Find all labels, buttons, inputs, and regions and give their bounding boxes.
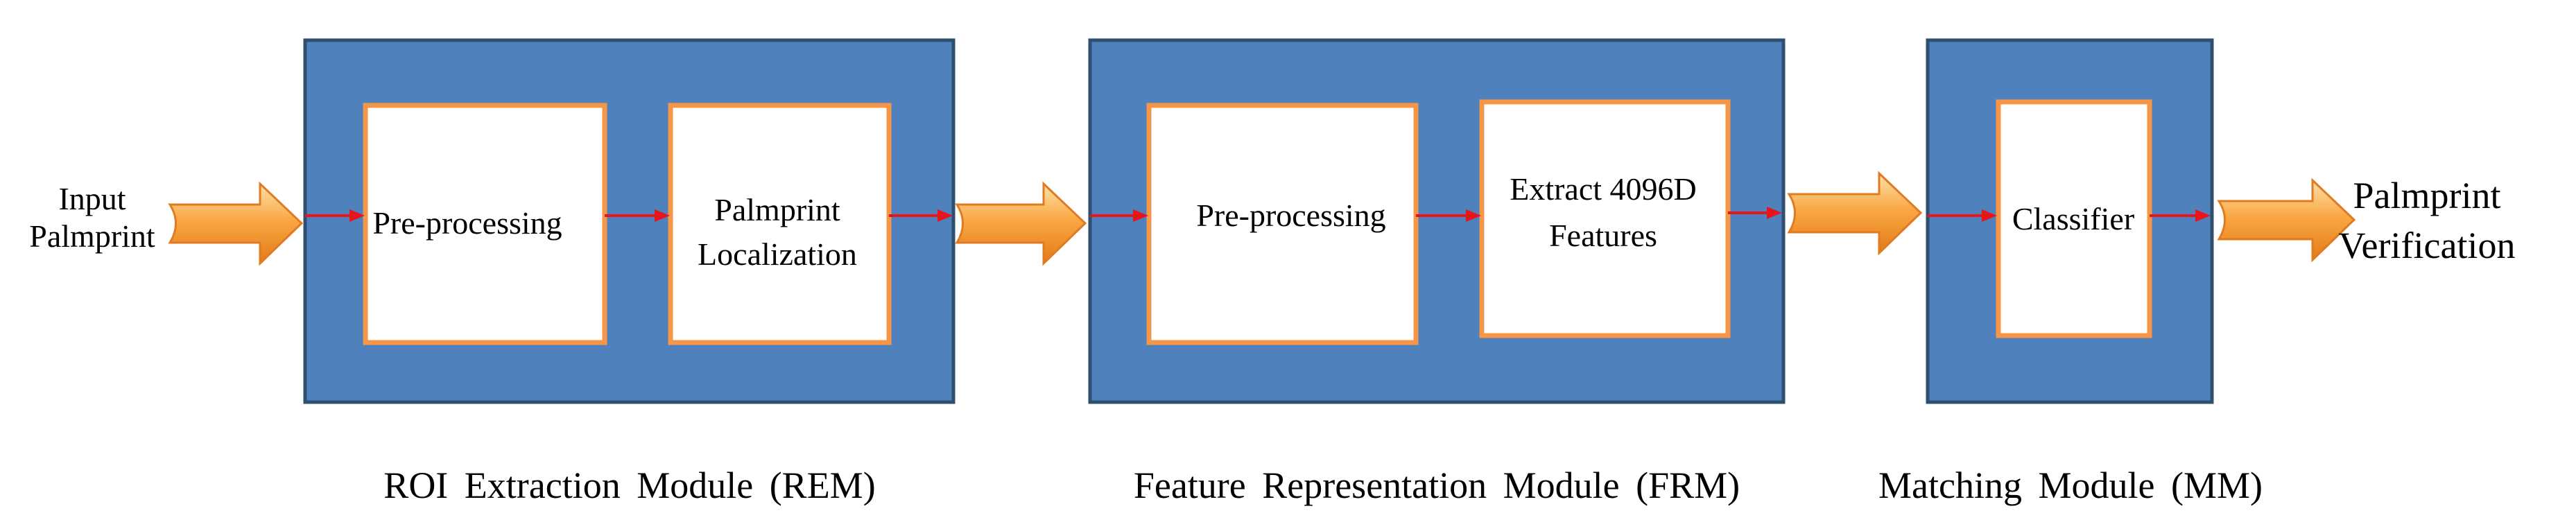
- output-big-arrow: [2217, 177, 2356, 263]
- mm-caption: Matching Module (MM): [1878, 465, 2263, 506]
- connector-rem-preproc-to-localization: [605, 209, 670, 222]
- frm-extract-label-line1: Extract 4096D: [1510, 171, 1697, 207]
- connector-frm-entry: [1090, 209, 1148, 222]
- connector-frm-preproc-to-extract: [1416, 209, 1481, 222]
- output-label-line1: Palmprint: [2353, 175, 2501, 216]
- connector-mm-exit: [2150, 209, 2211, 222]
- output-label-line2: Verification: [2339, 225, 2516, 266]
- connector-mm-entry: [1928, 209, 1997, 222]
- frm-preprocessing-box: [1146, 103, 1419, 345]
- frm-to-mm-big-arrow: [1787, 171, 1923, 256]
- frm-extract-label-line2: Features: [1549, 218, 1657, 253]
- rem-preprocessing-label: Pre-processing: [372, 205, 562, 241]
- connector-frm-exit: [1728, 207, 1782, 219]
- rem-localization-box: [668, 103, 892, 345]
- frm-caption: Feature Representation Module (FRM): [1134, 465, 1740, 506]
- rem-localization-label-line1: Palmprint: [714, 192, 840, 227]
- input-label-line2: Palmprint: [29, 218, 155, 254]
- input-label-line1: Input: [58, 181, 126, 216]
- rem-caption: ROI Extraction Module (REM): [383, 465, 875, 506]
- input-big-arrow: [168, 181, 304, 266]
- rem-to-frm-big-arrow: [955, 181, 1087, 266]
- frm-extract-box: [1479, 99, 1731, 338]
- frm-preprocessing-label: Pre-processing: [1196, 198, 1385, 233]
- rem-preprocessing-box: [363, 103, 607, 345]
- rem-localization-label-line2: Localization: [698, 236, 857, 272]
- mm-classifier-box: [1996, 99, 2152, 338]
- connector-input-to-rem: [305, 209, 365, 222]
- connector-rem-exit: [889, 209, 953, 222]
- mm-classifier-label: Classifier: [2012, 201, 2134, 236]
